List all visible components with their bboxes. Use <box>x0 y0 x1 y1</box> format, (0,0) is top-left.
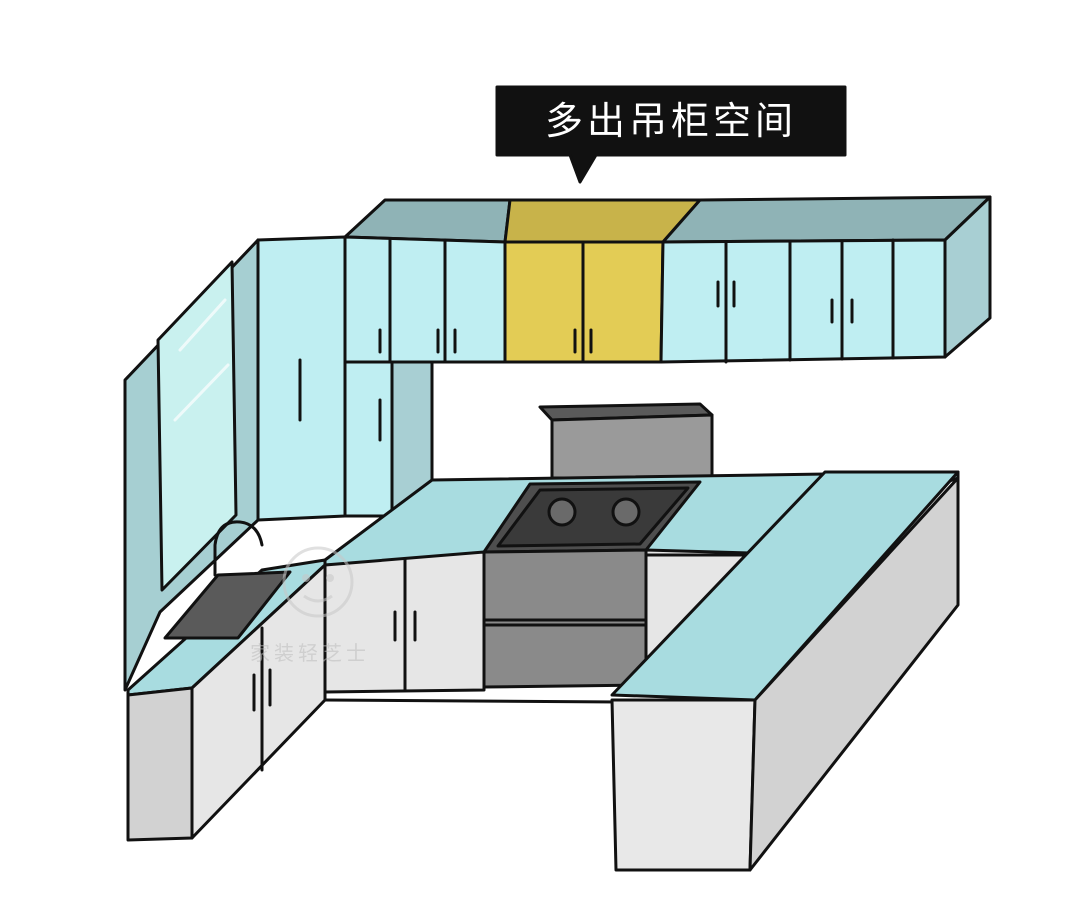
left-base-cabinets <box>126 563 327 842</box>
window <box>156 260 238 592</box>
burner-right-icon <box>611 497 641 527</box>
sink <box>163 570 292 640</box>
back-base-cabinets <box>323 550 486 694</box>
island-side <box>748 476 960 872</box>
oven <box>482 548 648 689</box>
burner-left-icon <box>547 497 577 527</box>
cooktop <box>482 480 702 554</box>
left-wall <box>123 238 260 692</box>
faucet-icon <box>213 520 264 577</box>
watermark: 家装轻芝士 <box>250 546 370 665</box>
upper-cabinet-fronts <box>343 195 992 364</box>
upper-cabinet-top <box>343 195 992 244</box>
watermark-logo-icon <box>282 546 354 618</box>
island-countertop <box>610 470 960 702</box>
island <box>610 470 960 872</box>
range-hood <box>538 402 714 480</box>
left-tall-cabinet <box>256 235 347 522</box>
credit-text: 住小帮@家装轻芝士 <box>22 863 130 878</box>
callout <box>495 85 847 184</box>
callout-label: 多出吊柜空间 <box>545 99 797 143</box>
island-front <box>610 698 757 872</box>
watermark-text: 家装轻芝士 <box>250 641 370 665</box>
